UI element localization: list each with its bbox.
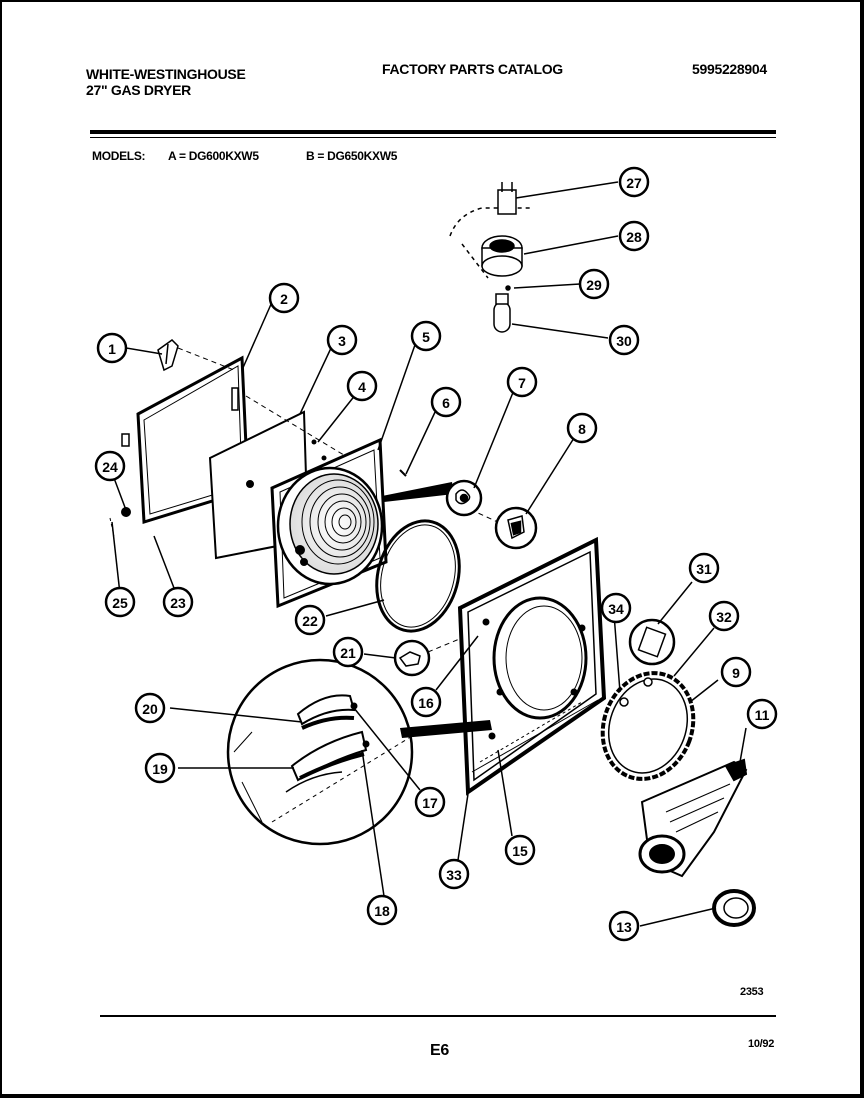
- leader-lines: [111, 181, 747, 927]
- callout-label-21: 21: [340, 645, 356, 661]
- callout-label-18: 18: [374, 903, 390, 919]
- catalog-title: FACTORY PARTS CATALOG: [382, 61, 563, 77]
- callout-label-20: 20: [142, 701, 158, 717]
- callout-label-5: 5: [422, 329, 430, 345]
- callout-label-11: 11: [755, 707, 770, 723]
- callout-label-1: 1: [108, 341, 116, 357]
- callout-label-2: 2: [280, 291, 288, 307]
- callout-label-25: 25: [112, 595, 128, 611]
- callout-27: [618, 166, 650, 198]
- callout-33: [438, 858, 470, 890]
- callout-label-9: 9: [732, 665, 740, 681]
- door-catch-detail: [445, 479, 483, 517]
- lint-filter-housing: [628, 618, 676, 666]
- callout-7: [506, 366, 538, 398]
- callout-9: [720, 656, 752, 688]
- duct-ring: [712, 889, 756, 927]
- revision-date: 10/92: [748, 1038, 775, 1050]
- model-a: A = DG600KXW5: [168, 149, 259, 163]
- callout-label-29: 29: [586, 277, 602, 293]
- callout-circles: [94, 166, 778, 942]
- callout-29: [578, 268, 610, 300]
- callout-23: [162, 586, 194, 618]
- callout-19: [144, 752, 176, 784]
- page-code: E6: [430, 1042, 449, 1059]
- callout-11: [746, 698, 778, 730]
- callout-label-19: 19: [152, 761, 168, 777]
- callout-label-28: 28: [626, 229, 642, 245]
- callout-label-34: 34: [608, 601, 624, 617]
- door-clip-detail: [393, 639, 431, 677]
- callout-16: [410, 686, 442, 718]
- callout-2: [268, 282, 300, 314]
- header-rule-thick: [90, 130, 776, 134]
- callout-label-15: 15: [512, 843, 528, 859]
- callout-15: [504, 834, 536, 866]
- brand-title: WHITE-WESTINGHOUSE: [86, 66, 246, 82]
- catalog-number: 5995228904: [692, 61, 767, 77]
- callout-31: [688, 552, 720, 584]
- callout-34: [600, 592, 632, 624]
- callout-6: [430, 386, 462, 418]
- callout-4: [346, 370, 378, 402]
- door-seal-ring: [375, 519, 461, 633]
- callout-1: [96, 332, 128, 364]
- callout-24: [94, 450, 126, 482]
- lint-duct: [638, 758, 748, 878]
- callout-label-3: 3: [338, 333, 346, 349]
- callout-8: [566, 412, 598, 444]
- callout-label-17: 17: [422, 795, 438, 811]
- lamp-assembly: [449, 182, 532, 333]
- drawing-number: 2353: [740, 986, 764, 998]
- callout-label-27: 27: [626, 175, 642, 191]
- callout-label-23: 23: [170, 595, 186, 611]
- callout-20: [134, 692, 166, 724]
- callout-label-6: 6: [442, 395, 450, 411]
- callout-label-30: 30: [616, 333, 632, 349]
- product-title: 27" GAS DRYER: [86, 82, 191, 98]
- callout-30: [608, 324, 640, 356]
- callout-28: [618, 220, 650, 252]
- models-label: MODELS:: [92, 149, 146, 163]
- callout-label-4: 4: [358, 379, 366, 395]
- callout-22: [294, 604, 326, 636]
- callout-25: [104, 586, 136, 618]
- drum-ring-seal: [600, 671, 696, 781]
- callout-label-8: 8: [578, 421, 586, 437]
- callout-21: [332, 636, 364, 668]
- door-hinge: [157, 339, 179, 372]
- callout-label-22: 22: [302, 613, 318, 629]
- model-b: B = DG650KXW5: [306, 149, 398, 163]
- callout-label-24: 24: [102, 459, 118, 475]
- callout-32: [708, 600, 740, 632]
- header-rule-thin: [90, 137, 776, 138]
- callout-13: [608, 910, 640, 942]
- front-bulkhead-panel: [270, 437, 388, 609]
- callout-5: [410, 320, 442, 352]
- callout-18: [366, 894, 398, 926]
- callout-label-32: 32: [716, 609, 732, 625]
- callout-label-13: 13: [616, 919, 632, 935]
- callout-label-33: 33: [446, 867, 462, 883]
- callout-label-7: 7: [518, 375, 526, 391]
- magnified-detail: [226, 658, 423, 846]
- callout-3: [326, 324, 358, 356]
- front-panel: [457, 536, 607, 796]
- callout-17: [414, 786, 446, 818]
- callout-label-16: 16: [418, 695, 434, 711]
- callout-label-31: 31: [696, 561, 712, 577]
- door-strike-detail: [494, 506, 538, 550]
